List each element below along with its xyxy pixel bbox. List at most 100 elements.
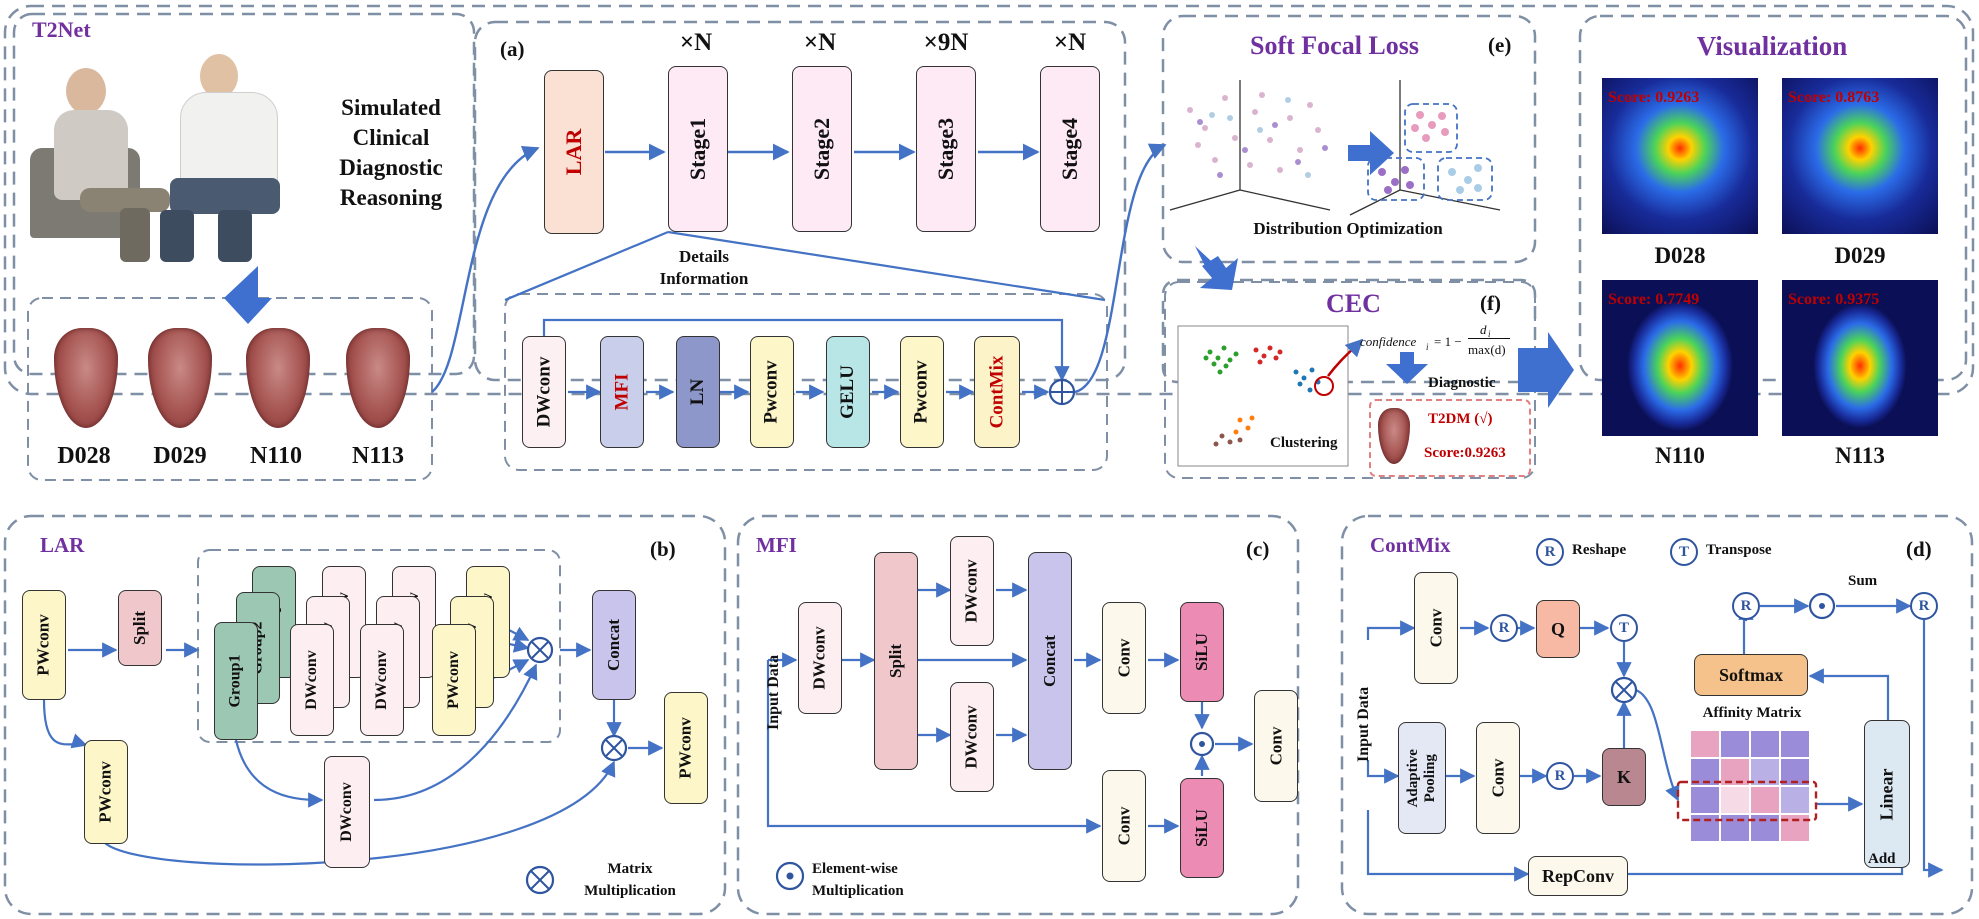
heatmap-d028 <box>1602 78 1758 234</box>
backbone-panel <box>473 20 1127 382</box>
lar-legend-2: Multiplication <box>584 883 676 899</box>
reshape-node-out: R <box>1910 592 1938 620</box>
vis-score-n113: Score: 0.9375 <box>1788 291 1880 308</box>
lar-group1: Group1 <box>214 622 258 740</box>
formula-num: d <box>1480 322 1487 337</box>
lar-split: Split <box>118 590 162 666</box>
reshape-node-softmax: R <box>1732 592 1760 620</box>
stage4-repeat: ×N <box>1053 29 1087 56</box>
diag-fat-arrow-sfl <box>1200 256 1238 290</box>
reshape-node-q: R <box>1490 614 1518 642</box>
sample-label-n113: N113 <box>351 443 405 469</box>
mfi-conv-bot: Conv <box>1102 770 1146 882</box>
lar-tag: (b) <box>650 537 676 561</box>
lar-pwconv-out: PWconv <box>664 692 708 804</box>
confidence-formula: confidence i = 1 − d i max(d) <box>1360 322 1510 362</box>
mfi-dwconv-bot: DWconv <box>950 682 994 792</box>
t2dm-result-box <box>1369 399 1531 477</box>
soft-focal-title: Soft Focal Loss <box>1250 31 1419 60</box>
contmix-conv-top: Conv <box>1414 572 1458 684</box>
block-ln: LN <box>676 336 720 448</box>
reasoning-line-1: Simulated <box>341 95 441 120</box>
clinician-illustration <box>20 48 316 280</box>
contmix-input-label: Input Data <box>1355 686 1372 762</box>
lar-dwconv-global: DWconv <box>324 756 370 868</box>
details-line-2: Information <box>659 269 749 288</box>
stage2-repeat: ×N <box>803 29 837 56</box>
vis-label-n110: N110 <box>1655 443 1705 468</box>
mfi-input-label: Input Data <box>765 654 782 730</box>
mfi-conv-out: Conv <box>1254 690 1298 802</box>
right-fat-arrow-sfl <box>1348 131 1394 175</box>
formula-num-sub: i <box>1488 329 1491 339</box>
block-mfi: MFI <box>600 336 644 448</box>
mfi-concat: Concat <box>1028 552 1072 770</box>
mfi-title: MFI <box>756 533 797 557</box>
block-pwconv-1: Pwconv <box>750 336 794 448</box>
lar-pwconv-branch: PWconv <box>84 740 128 844</box>
mfi-split: Split <box>874 552 918 770</box>
transpose-node: T <box>1610 614 1638 642</box>
result-score: Score:0.9263 <box>1424 445 1506 461</box>
lar-title: LAR <box>40 533 85 557</box>
down-fat-arrow-t2net <box>224 266 272 324</box>
lar-legend-1: Matrix <box>607 861 653 877</box>
t2dm-result: T2DM (√) <box>1428 411 1493 427</box>
contmix-q: Q <box>1536 600 1580 658</box>
mfi-legend-1: Element-wise <box>812 861 898 877</box>
heatmap-d029 <box>1782 78 1938 234</box>
vis-score-d029: Score: 0.8763 <box>1788 89 1880 106</box>
vis-label-n113: N113 <box>1835 443 1885 468</box>
cec-inner-box <box>1164 281 1536 479</box>
cec-title: CEC <box>1326 289 1381 318</box>
lar-pwconv-stack1: PWconv <box>432 624 476 736</box>
visualization-title: Visualization <box>1696 31 1848 61</box>
contmix-repconv: RepConv <box>1528 856 1628 896</box>
mfi-tag: (c) <box>1246 537 1270 561</box>
lar-block: LAR <box>544 70 604 234</box>
affinity-matrix <box>1689 729 1811 843</box>
mfi-dwconv-in: DWconv <box>798 602 842 714</box>
visualization-panel <box>1578 14 1968 382</box>
transpose-legend-icon: T <box>1670 538 1698 566</box>
soft-focal-tag: (e) <box>1488 33 1512 57</box>
sample-label-d028: D028 <box>57 443 111 469</box>
mfi-conv-top: Conv <box>1102 602 1146 714</box>
lar-pwconv-in: PWconv <box>22 590 66 700</box>
contmix-tag: (d) <box>1906 537 1932 561</box>
contmix-softmax: Softmax <box>1694 654 1808 696</box>
heatmap-n113 <box>1782 280 1938 436</box>
soft-focal-panel <box>1161 14 1537 264</box>
stage3-repeat: ×9N <box>923 29 969 56</box>
contmix-title: ContMix <box>1370 533 1451 557</box>
lar-dwconv-b1: DWconv <box>360 624 404 736</box>
cec-tag: (f) <box>1480 291 1501 315</box>
reasoning-line-3: Diagnostic <box>339 155 443 180</box>
stage2-block: Stage2 <box>792 66 852 232</box>
reasoning-line-2: Clinical <box>352 125 430 150</box>
block-contmix: ContMix <box>974 336 1020 448</box>
formula-den: max(d) <box>1468 342 1506 357</box>
sample-label-n110: N110 <box>249 443 303 469</box>
heatmap-n110 <box>1602 280 1758 436</box>
stage3-block: Stage3 <box>916 66 976 232</box>
stage1-block: Stage1 <box>668 66 728 232</box>
mfi-legend-2: Multiplication <box>812 883 904 899</box>
sample-label-d029: D029 <box>153 443 207 469</box>
reshape-legend-icon: R <box>1536 538 1564 566</box>
lar-dwconv-a1: DWconv <box>290 624 334 736</box>
add-label: Add <box>1868 851 1896 867</box>
block-gelu: GELU <box>826 336 870 448</box>
diagnostic-label: Diagnostic <box>1428 375 1496 391</box>
top-panel <box>3 4 1975 396</box>
distribution-caption: Distribution Optimization <box>1253 219 1443 238</box>
contmix-k: K <box>1602 748 1646 806</box>
block-detail-box <box>504 293 1108 471</box>
formula-lhs: confidence <box>1360 334 1417 349</box>
backbone-tag: (a) <box>500 37 525 61</box>
mfi-panel <box>736 514 1300 916</box>
details-line-1: Details <box>678 247 730 266</box>
stage1-repeat: ×N <box>679 29 713 56</box>
sum-label: Sum <box>1848 573 1878 589</box>
vis-score-d028: Score: 0.9263 <box>1608 89 1700 106</box>
